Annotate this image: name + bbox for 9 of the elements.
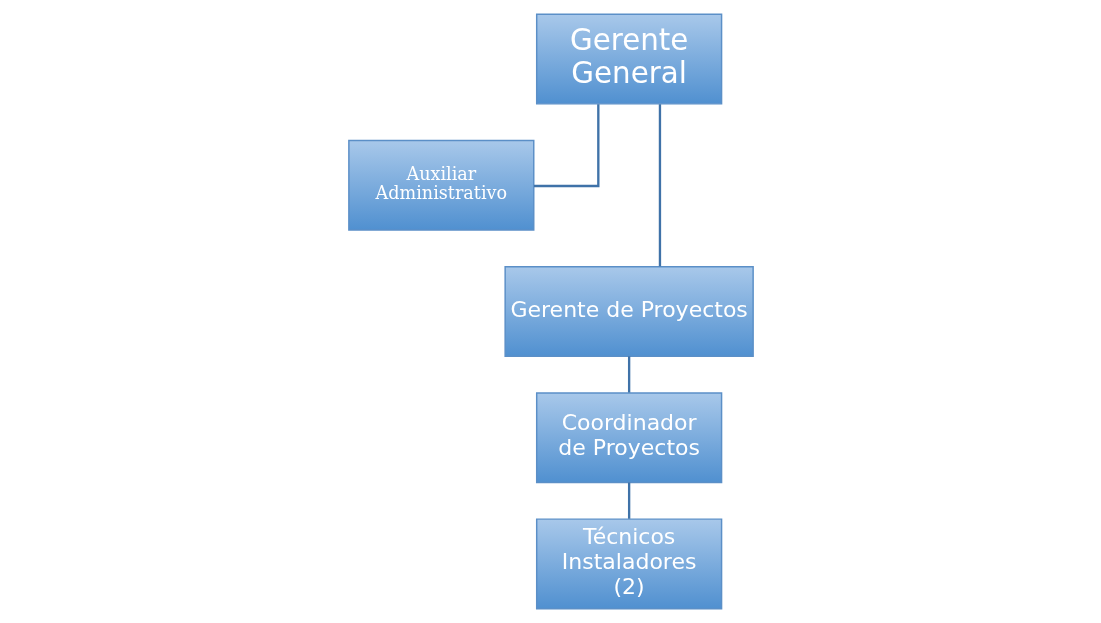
connector <box>533 104 599 188</box>
node-box: Auxiliar Administrativo <box>347 139 534 231</box>
connector <box>627 482 630 519</box>
connector <box>627 356 630 393</box>
node-box: Gerente de Proyectos <box>503 266 754 357</box>
node-box: Técnicos Instaladores (2) <box>535 518 722 610</box>
node-box: Gerente General <box>535 13 722 105</box>
node-box: Coordinador de Proyectos <box>535 392 722 484</box>
connector <box>658 104 661 267</box>
